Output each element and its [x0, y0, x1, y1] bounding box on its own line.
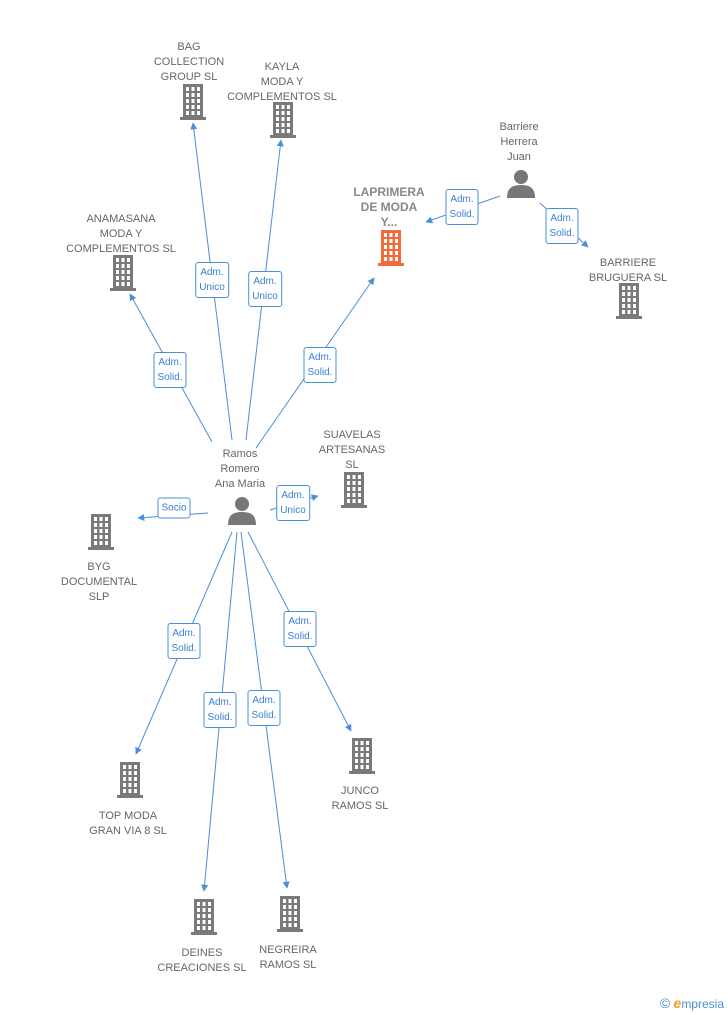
- edge-label-barriere_p-laprimera[interactable]: Adm. Solid.: [445, 189, 479, 225]
- edge-label-line: Solid.: [171, 643, 197, 654]
- node-label-line: NEGREIRA: [259, 944, 317, 956]
- edge-label-line: Unico: [280, 505, 306, 516]
- edge-label-line: Solid.: [449, 209, 475, 220]
- node-label-line: KAYLA: [264, 61, 300, 73]
- node-label-line: MODA Y: [99, 228, 143, 240]
- node-label-deines[interactable]: DEINES CREACIONES SL: [157, 946, 246, 976]
- edge-label-ramos-topmoda[interactable]: Adm. Solid.: [167, 623, 201, 659]
- node-label-line: DEINES: [181, 947, 223, 959]
- node-label-line: Romero: [220, 463, 260, 475]
- edge-label-ramos-anamasana[interactable]: Adm. Solid.: [153, 352, 187, 388]
- person-icon[interactable]: [227, 495, 257, 530]
- edge-label-ramos-suavelas[interactable]: Adm. Unico: [276, 485, 310, 521]
- empresia-logo-icon: e: [673, 995, 682, 1011]
- main-company-building-icon[interactable]: [378, 230, 404, 271]
- node-label-kayla[interactable]: KAYLA MODA Y COMPLEMENTOS SL: [227, 60, 337, 105]
- node-label-line: SLP: [88, 591, 110, 603]
- node-label-line: GROUP SL: [160, 71, 218, 83]
- node-label-line: BYG: [87, 561, 111, 573]
- company-building-icon[interactable]: [270, 102, 296, 143]
- edge-label-line: Solid.: [287, 631, 313, 642]
- node-label-line: DE MODA: [360, 200, 418, 214]
- node-label-line: Y...: [380, 215, 398, 229]
- edge-label-line: Adm.: [158, 357, 182, 368]
- node-label-bag[interactable]: BAG COLLECTION GROUP SL: [154, 40, 224, 85]
- node-label-line: BRUGUERA SL: [588, 272, 668, 284]
- node-label-line: Barriere: [499, 121, 539, 133]
- node-label-barriere_b[interactable]: BARRIERE BRUGUERA SL: [589, 256, 667, 286]
- edge-label-line: Solid.: [207, 712, 233, 723]
- edge-label-ramos-negreira[interactable]: Adm. Solid.: [247, 690, 281, 726]
- edge-label-ramos-byg[interactable]: Socio: [157, 497, 191, 519]
- edge-label-ramos-deines[interactable]: Adm. Solid.: [203, 692, 237, 728]
- brand-footer[interactable]: © empresia: [660, 995, 724, 1011]
- node-label-line: Ramos: [222, 448, 258, 460]
- node-label-suavelas[interactable]: SUAVELAS ARTESANAS SL: [319, 428, 385, 473]
- node-label-line: CREACIONES SL: [157, 962, 247, 974]
- edge-label-line: Unico: [252, 291, 278, 302]
- company-building-icon[interactable]: [616, 283, 642, 324]
- edge-label-barriere_p-barriere_b[interactable]: Adm. Solid.: [545, 208, 579, 244]
- node-label-line: COMPLEMENTOS SL: [227, 91, 337, 103]
- node-label-line: Juan: [507, 151, 531, 163]
- edge-label-ramos-laprimera[interactable]: Adm. Solid.: [303, 347, 337, 383]
- node-label-line: LAPRIMERA: [353, 185, 425, 199]
- edge-label-line: Adm.: [208, 697, 232, 708]
- node-label-line: SUAVELAS: [323, 429, 381, 441]
- company-building-icon[interactable]: [110, 255, 136, 296]
- node-label-line: TOP MODA: [98, 810, 158, 822]
- company-building-icon[interactable]: [277, 896, 303, 937]
- edge-label-line: Solid.: [251, 710, 277, 721]
- node-label-anamasana[interactable]: ANAMASANA MODA Y COMPLEMENTOS SL: [66, 212, 176, 257]
- person-icon[interactable]: [506, 168, 536, 203]
- edge-label-ramos-junco[interactable]: Adm. Solid.: [283, 611, 317, 647]
- node-label-topmoda[interactable]: TOP MODA GRAN VIA 8 SL: [89, 809, 167, 839]
- company-building-icon[interactable]: [117, 762, 143, 803]
- edge-label-ramos-kayla[interactable]: Adm. Unico: [248, 271, 282, 307]
- node-label-line: COLLECTION: [153, 56, 225, 68]
- company-building-icon[interactable]: [349, 738, 375, 779]
- node-label-line: Ana Maria: [214, 478, 266, 490]
- company-building-icon[interactable]: [180, 84, 206, 125]
- node-label-line: GRAN VIA 8 SL: [89, 825, 167, 837]
- edge-label-line: Adm.: [200, 267, 224, 278]
- company-building-icon[interactable]: [88, 514, 114, 555]
- node-label-negreira[interactable]: NEGREIRA RAMOS SL: [259, 943, 316, 973]
- edge-label-line: Adm.: [288, 616, 312, 627]
- brand-name: mpresia: [681, 997, 724, 1011]
- node-label-line: BARRIERE: [599, 257, 657, 269]
- edge-label-line: Adm.: [253, 276, 277, 287]
- node-label-line: MODA Y: [260, 76, 304, 88]
- node-label-line: COMPLEMENTOS SL: [66, 243, 176, 255]
- node-label-line: RAMOS SL: [259, 959, 317, 971]
- node-label-byg[interactable]: BYG DOCUMENTAL SLP: [61, 560, 137, 605]
- edge-label-line: Solid.: [549, 228, 575, 239]
- edge-label-line: Adm.: [308, 352, 332, 363]
- edge-label-ramos-bag[interactable]: Adm. Unico: [195, 262, 229, 298]
- node-label-line: ARTESANAS: [318, 444, 386, 456]
- edge-label-line: Solid.: [307, 367, 333, 378]
- node-label-line: RAMOS SL: [331, 800, 389, 812]
- company-building-icon[interactable]: [341, 472, 367, 513]
- edge-label-line: Adm.: [450, 194, 474, 205]
- node-label-line: BAG: [177, 41, 201, 53]
- node-label-line: Herrera: [500, 136, 538, 148]
- node-label-junco[interactable]: JUNCO RAMOS SL: [332, 784, 389, 814]
- edge-label-line: Adm.: [281, 490, 305, 501]
- copyright-icon: ©: [659, 995, 671, 1011]
- edge-label-line: Unico: [199, 282, 225, 293]
- node-label-line: SL: [345, 459, 359, 471]
- edge-label-line: Socio: [161, 502, 187, 514]
- node-label-line: JUNCO: [341, 785, 379, 797]
- edge-label-line: Adm.: [252, 695, 276, 706]
- edge-label-line: Adm.: [550, 213, 574, 224]
- node-label-line: DOCUMENTAL: [60, 576, 138, 588]
- company-building-icon[interactable]: [191, 899, 217, 940]
- node-label-line: ANAMASANA: [86, 213, 156, 225]
- edge-label-line: Solid.: [157, 372, 183, 383]
- edge-label-line: Adm.: [172, 628, 196, 639]
